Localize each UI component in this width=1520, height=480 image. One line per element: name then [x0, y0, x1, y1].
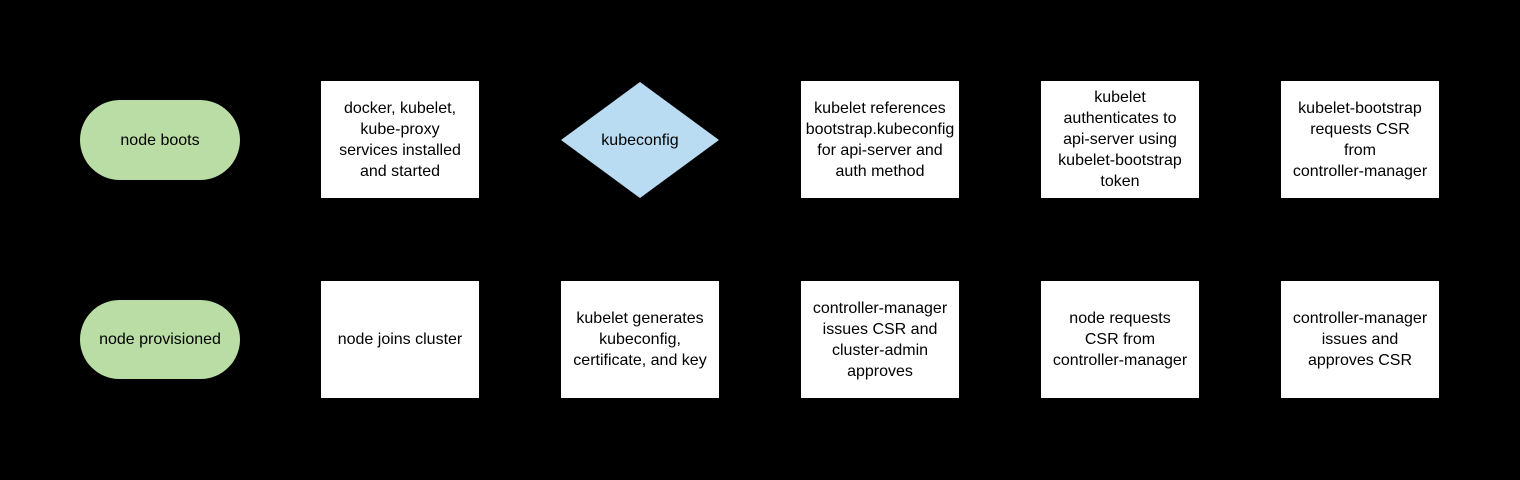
flowchart-node-kubelet-generates: kubelet generates kubeconfig, certificat… [561, 281, 719, 398]
flowchart-node-node-joins-cluster: node joins cluster [321, 281, 479, 398]
flowchart-node-kubelet-bootstrap-requests: kubelet-bootstrap requests CSR from cont… [1281, 81, 1439, 198]
node-label: kubeconfig [601, 131, 679, 149]
node-label: controller-manager issues and approves C… [1292, 310, 1428, 369]
node-label: controller-manager issues CSR and cluste… [812, 299, 948, 380]
flowchart-node-kubelet-references: kubelet references bootstrap.kubeconfig … [801, 81, 959, 198]
flowchart-node-node-boots: node boots [80, 100, 240, 180]
flowchart-node-services-installed: docker, kubelet, kube-proxy services ins… [321, 81, 479, 198]
node-label: docker, kubelet, kube-proxy services ins… [339, 99, 461, 180]
flowchart-node-kubeconfig-decision: kubeconfig [561, 82, 719, 198]
node-label: kubelet authenticates to api-server usin… [1058, 89, 1182, 190]
flowchart-node-node-requests-csr: node requests CSR from controller-manage… [1041, 281, 1199, 398]
node-label: node boots [120, 131, 200, 149]
node-label: kubelet references bootstrap.kubeconfig … [805, 99, 955, 180]
node-label: kubelet generates kubeconfig, certificat… [573, 310, 707, 369]
flowchart-node-cm-issues-approves-csr: controller-manager issues and approves C… [1281, 281, 1439, 398]
flowchart-node-node-provisioned: node provisioned [80, 300, 240, 379]
flowchart-node-cm-issues-admin-approves: controller-manager issues CSR and cluste… [801, 281, 959, 398]
node-label: node provisioned [99, 331, 221, 348]
node-label: node requests CSR from controller-manage… [1052, 310, 1188, 369]
node-label: node joins cluster [337, 331, 463, 348]
node-label: kubelet-bootstrap requests CSR from cont… [1292, 99, 1428, 180]
flowchart-node-kubelet-authenticates: kubelet authenticates to api-server usin… [1041, 81, 1199, 198]
